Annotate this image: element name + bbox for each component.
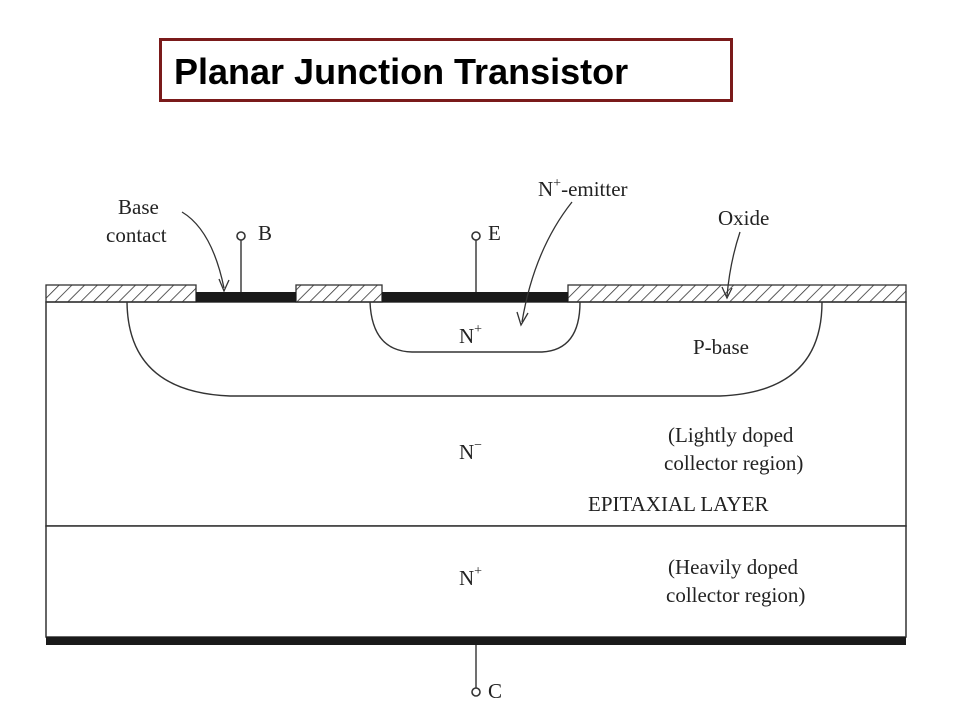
oxide-middle [295,284,383,303]
base-contact-label-line1: Base [118,195,159,219]
emitter-terminal-icon [471,231,481,241]
terminal-e-label: E [488,221,501,245]
oxide-arrowhead-icon [721,286,733,300]
p-base-label: P-base [693,335,749,359]
substrate-region [45,525,907,638]
collector-metal [46,637,906,645]
base-contact-arrowhead-icon [218,278,230,293]
heavily-doped-label-line2: collector region) [666,583,805,607]
emitter-arrow [521,201,573,323]
emitter-region-label: N+ [459,322,482,348]
oxide-label: Oxide [718,206,769,230]
terminal-b-label: B [258,221,272,245]
base-contact-arrow [181,211,225,289]
oxide-right [567,284,907,303]
lightly-doped-label-line1: (Lightly doped [668,423,794,447]
base-terminal-icon [236,231,246,241]
substrate-region-label: N+ [459,564,482,590]
epi-region-label: N− [459,438,482,464]
oxide-left [45,284,197,303]
heavily-doped-label-line1: (Heavily doped [668,555,799,579]
collector-terminal-icon [471,687,481,697]
emitter-arrowhead-icon [516,311,529,327]
epitaxial-layer-label: EPITAXIAL LAYER [588,492,769,516]
lightly-doped-label-line2: collector region) [664,451,803,475]
page-title: Planar Junction Transistor [174,51,629,92]
title-box: Planar Junction Transistor [159,38,733,102]
emitter-contact-metal [382,292,568,302]
oxide-arrow [726,231,741,297]
base-contact-label-line2: contact [106,223,167,247]
terminal-c-label: C [488,679,502,703]
p-base-boundary [126,301,823,397]
emitter-boundary [369,301,581,353]
emitter-label: N+-emitter [538,176,628,201]
base-contact-metal [196,292,296,302]
